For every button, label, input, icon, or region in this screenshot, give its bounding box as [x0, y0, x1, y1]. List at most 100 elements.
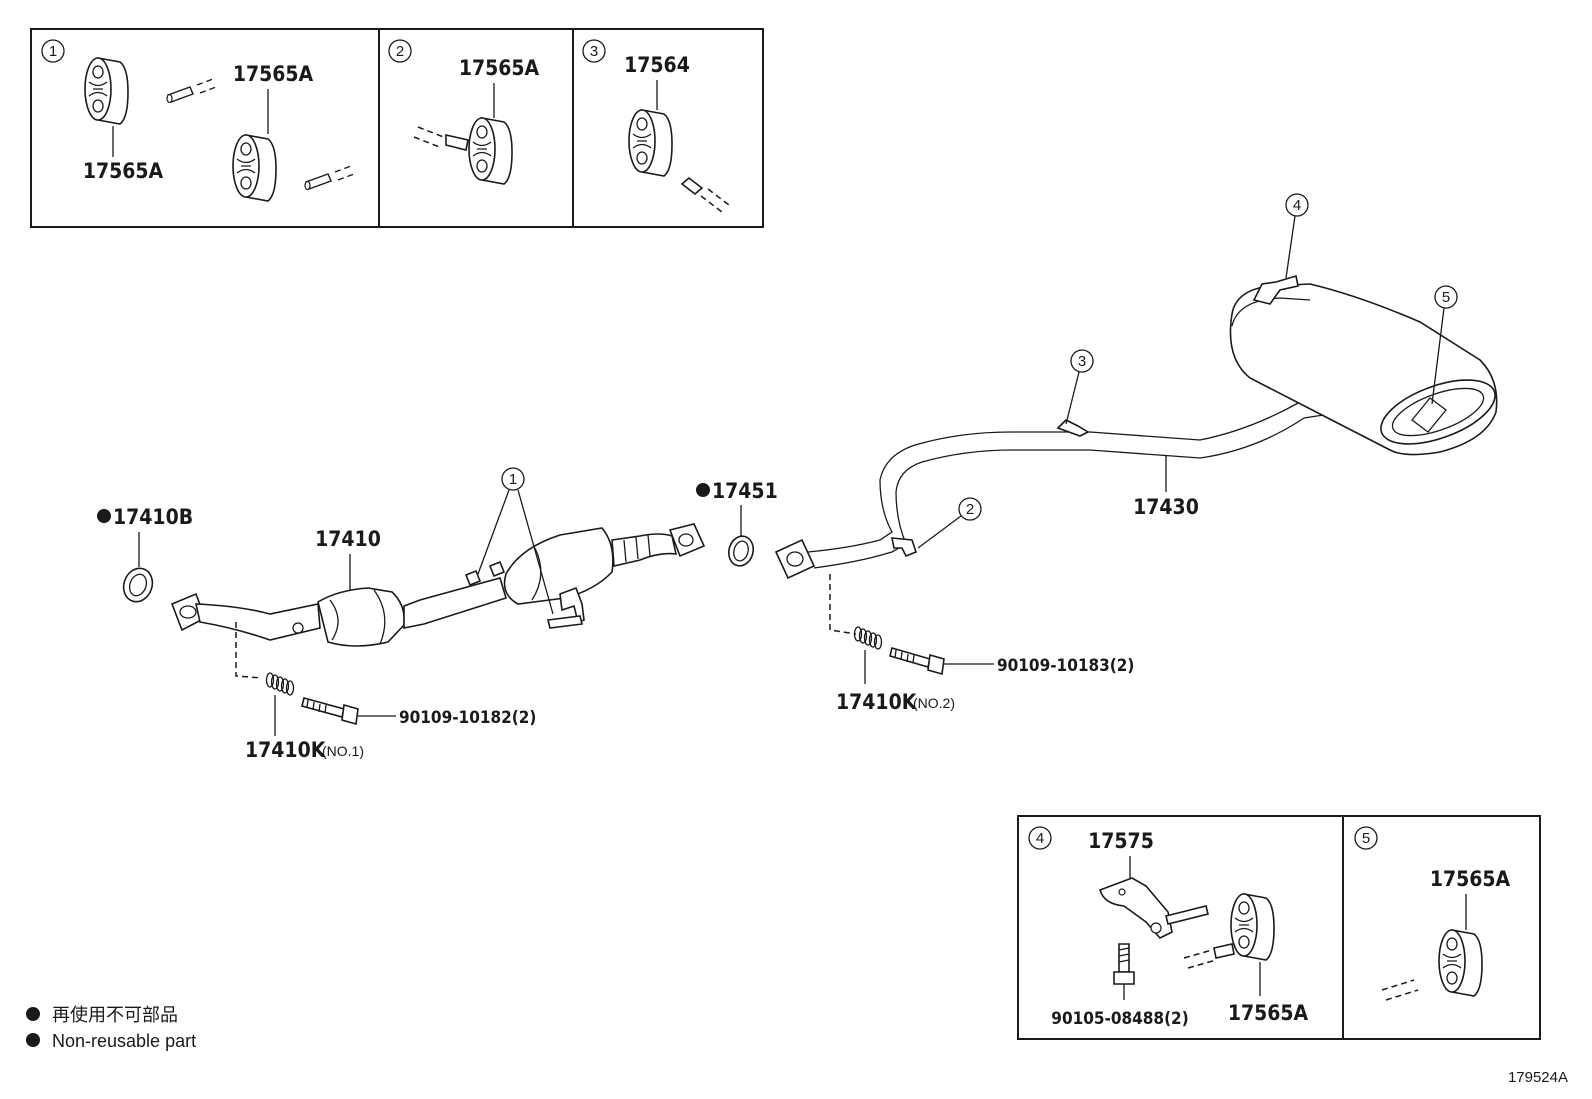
callout-number: 3 — [1078, 353, 1086, 370]
hanger-bracket — [488, 560, 506, 578]
callout-5: 5 — [1431, 285, 1458, 405]
part-label: 17564 — [624, 53, 690, 77]
leader-line — [477, 489, 510, 575]
callout-badge — [501, 467, 525, 491]
pipe-flange — [678, 533, 694, 547]
inset-number: 5 — [1362, 830, 1370, 847]
catalytic-converter — [503, 527, 614, 605]
center-tail-pipe: 17430 — [774, 274, 1498, 580]
part-suffix: (NO.2) — [913, 695, 955, 711]
hanger-bracket — [464, 569, 482, 587]
pipe-segment — [403, 577, 507, 629]
inset-number: 2 — [396, 43, 404, 60]
inset-3: 3 17564 — [582, 39, 730, 213]
callout-number: 1 — [509, 471, 517, 488]
muffler-hanger-bracket-icon — [1150, 922, 1162, 934]
gasket-front: 17410B — [97, 505, 193, 603]
hanger-rod-icon — [445, 133, 469, 151]
callout-4: 4 — [1285, 193, 1309, 279]
callout-badge — [1070, 349, 1094, 373]
inset-number: 1 — [49, 43, 57, 60]
part-label: 17575 — [1088, 829, 1154, 853]
spring-bolt-set-no2: 90109-10183(2) 17410K (NO.2) — [829, 574, 1134, 714]
part-label: 17565A — [1430, 867, 1511, 891]
exhaust-hanger-icon — [84, 57, 129, 125]
pipe-segment — [194, 603, 321, 641]
non-reusable-marker-icon — [97, 509, 111, 523]
inset-1: 1 17565A 17565A — [41, 39, 355, 202]
part-label: 17565A — [233, 62, 314, 86]
callout-badge — [1434, 285, 1458, 309]
part-label: 17451 — [712, 479, 778, 503]
compression-spring-icon — [265, 672, 295, 696]
hanger-bracket — [891, 537, 917, 558]
tail-outlet — [1380, 379, 1496, 445]
legend-text-en: Non-reusable part — [52, 1031, 196, 1051]
callout-1: 1 — [477, 467, 554, 615]
pipe-outline — [807, 397, 1331, 553]
inset-4: 4 17575 90105-08488(2) 17565A — [1028, 826, 1309, 1029]
hanger-rod-icon — [680, 176, 704, 196]
leader-line — [1431, 307, 1445, 405]
flange-bolt-icon — [306, 699, 327, 714]
hanger-rod-icon — [1213, 943, 1235, 959]
hanger-rod — [547, 615, 583, 629]
callout-2: 2 — [917, 497, 982, 549]
hanger-rod-icon — [1183, 949, 1217, 969]
part-label: 17565A — [459, 56, 540, 80]
part-label: 90109-10183(2) — [997, 656, 1134, 676]
part-suffix: (NO.1) — [322, 743, 364, 759]
callout-number: 5 — [1442, 289, 1450, 306]
leader-line — [517, 489, 554, 615]
tail-outlet — [1411, 397, 1447, 433]
inset-5: 5 17565A — [1354, 826, 1511, 1001]
exhaust-hanger-icon — [1438, 929, 1483, 997]
part-label: 90105-08488(2) — [1051, 1009, 1188, 1029]
pipe-segment — [611, 533, 678, 567]
inset-panel-top: 1 17565A 17565A 2 17565A 3 17564 — [30, 28, 764, 228]
hanger-rod-icon — [413, 126, 447, 149]
inset-number-badge — [41, 39, 65, 63]
part-label: 17410K — [245, 738, 327, 762]
front-exhaust-pipe: 17410 — [170, 523, 706, 647]
converter-seam — [329, 589, 386, 645]
pipe-flange — [786, 551, 804, 567]
callout-badge — [958, 497, 982, 521]
part-label: 17410 — [315, 527, 381, 551]
callout-number: 2 — [966, 501, 974, 518]
inset-frame-bottom — [1017, 815, 1541, 1040]
pipe-flange — [179, 605, 197, 619]
inset-frame-top — [30, 28, 764, 228]
muffler-hanger-bracket-icon — [1118, 888, 1126, 896]
pipe-bellows — [623, 534, 651, 563]
sensor-boss — [292, 622, 304, 634]
exhaust-hanger-icon — [628, 109, 673, 177]
inset-number-badge — [1354, 826, 1378, 850]
legend: 再使用不可部品 Non-reusable part — [26, 1005, 196, 1051]
assembly-dashed-line — [829, 574, 857, 635]
leader-line — [1065, 371, 1080, 425]
bracket-bolt-icon — [1113, 971, 1135, 985]
exhaust-hanger-icon — [468, 117, 513, 185]
gasket-ring-icon — [733, 540, 749, 562]
pipe-outline — [813, 413, 1331, 569]
hanger-rod-icon — [1381, 979, 1419, 1001]
inset-number: 3 — [590, 43, 598, 60]
part-label: 17565A — [83, 159, 164, 183]
inset-panel-bottom: 4 17575 90105-08488(2) 17565A 5 175 — [1017, 815, 1541, 1040]
muffler-seam — [1231, 297, 1311, 327]
inset-number: 4 — [1036, 830, 1044, 847]
hanger-rod-icon — [700, 188, 730, 213]
part-label: 90109-10182(2) — [399, 708, 536, 728]
compression-spring-icon — [853, 626, 883, 650]
leader-line — [917, 515, 962, 549]
leader-line — [1285, 215, 1296, 279]
callout-number: 4 — [1293, 197, 1301, 214]
callout-badge — [1285, 193, 1309, 217]
gasket-ring-icon — [128, 573, 148, 597]
exhaust-hanger-icon — [232, 134, 277, 202]
hanger-bracket — [1252, 274, 1299, 305]
inset-2: 2 17565A — [388, 39, 540, 185]
tail-outlet — [1391, 387, 1485, 437]
